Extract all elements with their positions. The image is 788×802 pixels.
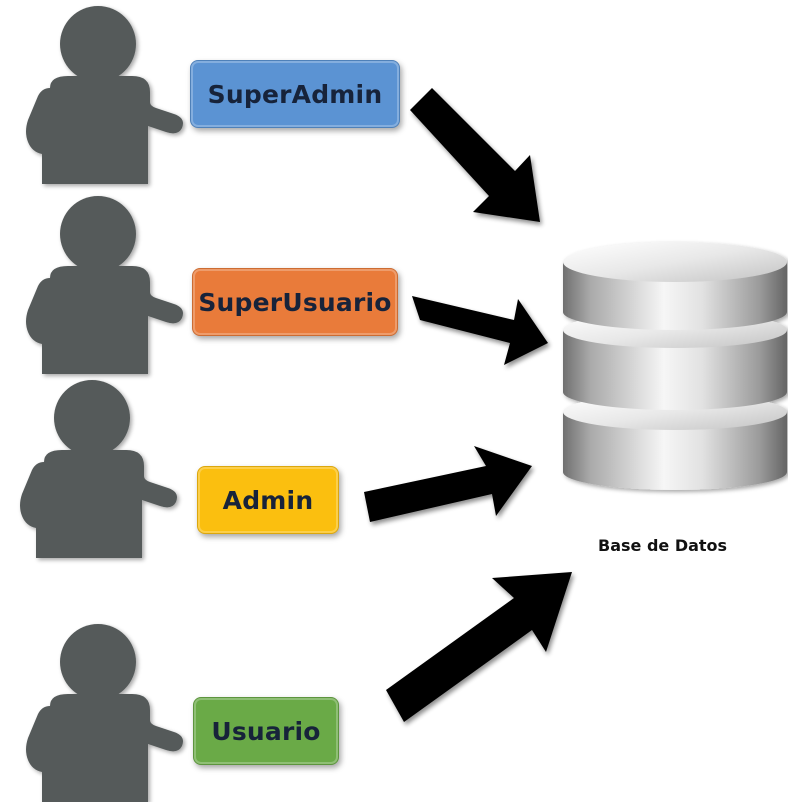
role-box-superadmin: SuperAdmin xyxy=(190,60,400,128)
arrow-superadmin-to-database xyxy=(410,88,540,222)
user-icon-usuario xyxy=(26,624,183,802)
arrow-usuario-to-database xyxy=(386,572,572,722)
user-icon-superadmin xyxy=(26,6,183,184)
role-box-usuario: Usuario xyxy=(193,697,339,765)
role-box-admin: Admin xyxy=(197,466,339,534)
arrow-superusuario-to-database xyxy=(412,296,548,365)
role-box-superusuario: SuperUsuario xyxy=(192,268,398,336)
user-icon-superusuario xyxy=(26,196,183,374)
database-icon xyxy=(563,242,787,490)
user-icon-admin xyxy=(20,380,177,558)
arrow-admin-to-database xyxy=(364,446,532,522)
database-label: Base de Datos xyxy=(598,536,728,555)
